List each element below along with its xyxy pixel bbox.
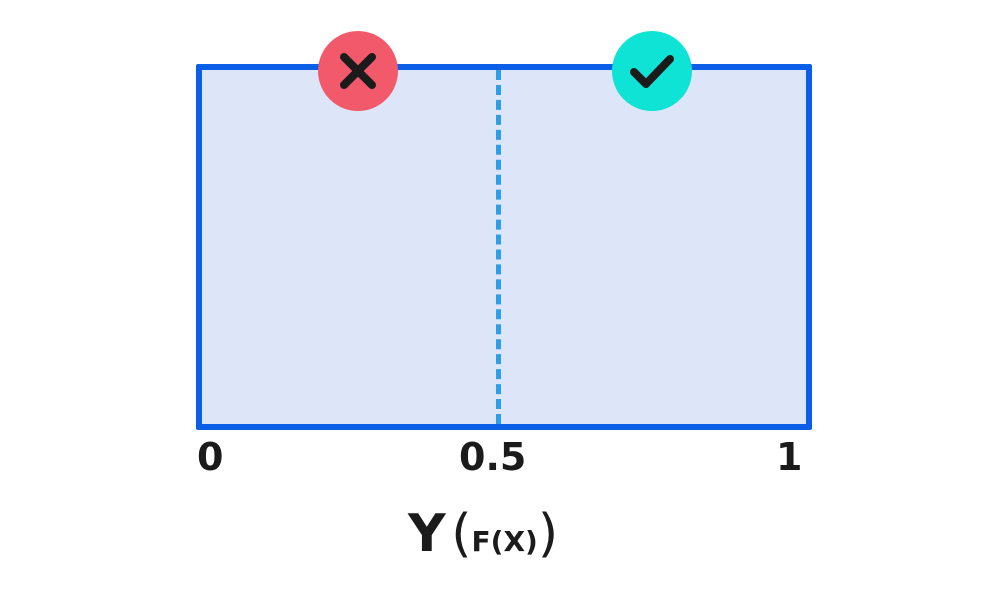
check-icon (612, 31, 692, 111)
accept-badge (612, 31, 692, 111)
axis-tick-label: 0.5 (459, 435, 527, 479)
axis-tick-label: 0 (197, 435, 224, 479)
axis-title-inner: F(X) (471, 525, 538, 558)
axis-title-open-paren: ( (451, 504, 472, 564)
axis-tick-label: 1 (776, 435, 803, 479)
x-icon (318, 31, 398, 111)
axis-title-close-paren: ) (537, 504, 559, 564)
threshold-divider-line (496, 70, 501, 424)
reject-badge (318, 31, 398, 111)
axis-title-main: Y (408, 504, 446, 564)
probability-range-box (196, 64, 812, 430)
axis-title: Y (F(X)) (408, 508, 558, 560)
